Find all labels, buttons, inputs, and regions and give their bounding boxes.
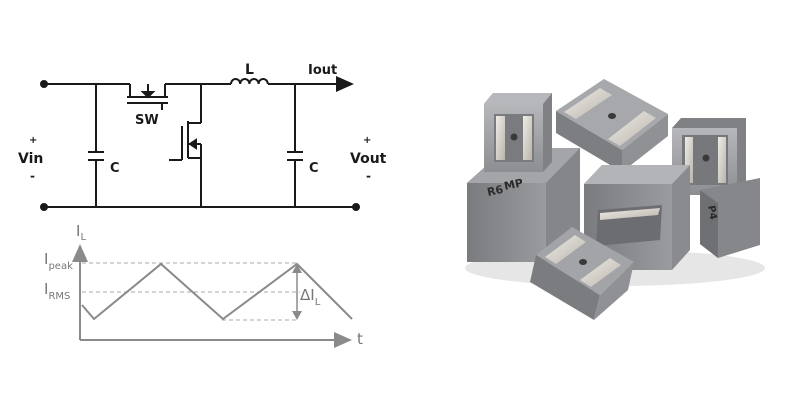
output-minus: -	[366, 169, 371, 183]
input-plus: +	[29, 135, 37, 146]
ripple-label: ΔIL	[300, 286, 321, 308]
switch-mosfet	[127, 84, 168, 110]
output-cap-label: C	[309, 161, 319, 176]
svg-text:P4: P4	[705, 205, 718, 221]
low-side-mosfet	[169, 84, 202, 207]
input-terminal-bottom	[40, 203, 48, 211]
inductor-label: L	[245, 62, 254, 78]
output-current-label: Iout	[308, 63, 337, 78]
input-capacitor	[88, 84, 104, 207]
inductor-coil	[230, 78, 269, 85]
smd-inductors-photo: R6 MP	[465, 79, 765, 320]
buck-circuit	[40, 76, 360, 211]
input-cap-label: C	[110, 161, 120, 176]
svg-text:R6: R6	[486, 183, 505, 199]
current-triangle-wave	[81, 262, 353, 321]
output-plus: +	[363, 135, 371, 146]
inductor-cube-top-center	[556, 79, 668, 172]
svg-text:MP: MP	[503, 176, 524, 193]
x-axis-label: t	[357, 330, 363, 348]
output-label: Vout	[350, 151, 387, 167]
rms-label: IRMS	[44, 280, 70, 302]
input-minus: -	[30, 169, 35, 183]
inductor-block-right: P4	[700, 178, 760, 258]
input-label: Vin	[18, 151, 43, 167]
inductor-current-waveform: IL t Ipeak IRMS ΔIL	[44, 222, 363, 348]
inductor-cube-front	[530, 227, 634, 320]
y-axis-label: IL	[76, 222, 86, 243]
input-terminal-top	[40, 80, 48, 88]
switch-label: SW	[135, 113, 159, 128]
inductor-cube-top-left	[484, 93, 552, 172]
output-capacitor	[287, 84, 303, 207]
circuit-labels: L Iout SW + Vin - C C + Vout -	[18, 62, 387, 183]
peak-label: Ipeak	[44, 250, 73, 272]
output-terminal-bottom	[352, 203, 360, 211]
